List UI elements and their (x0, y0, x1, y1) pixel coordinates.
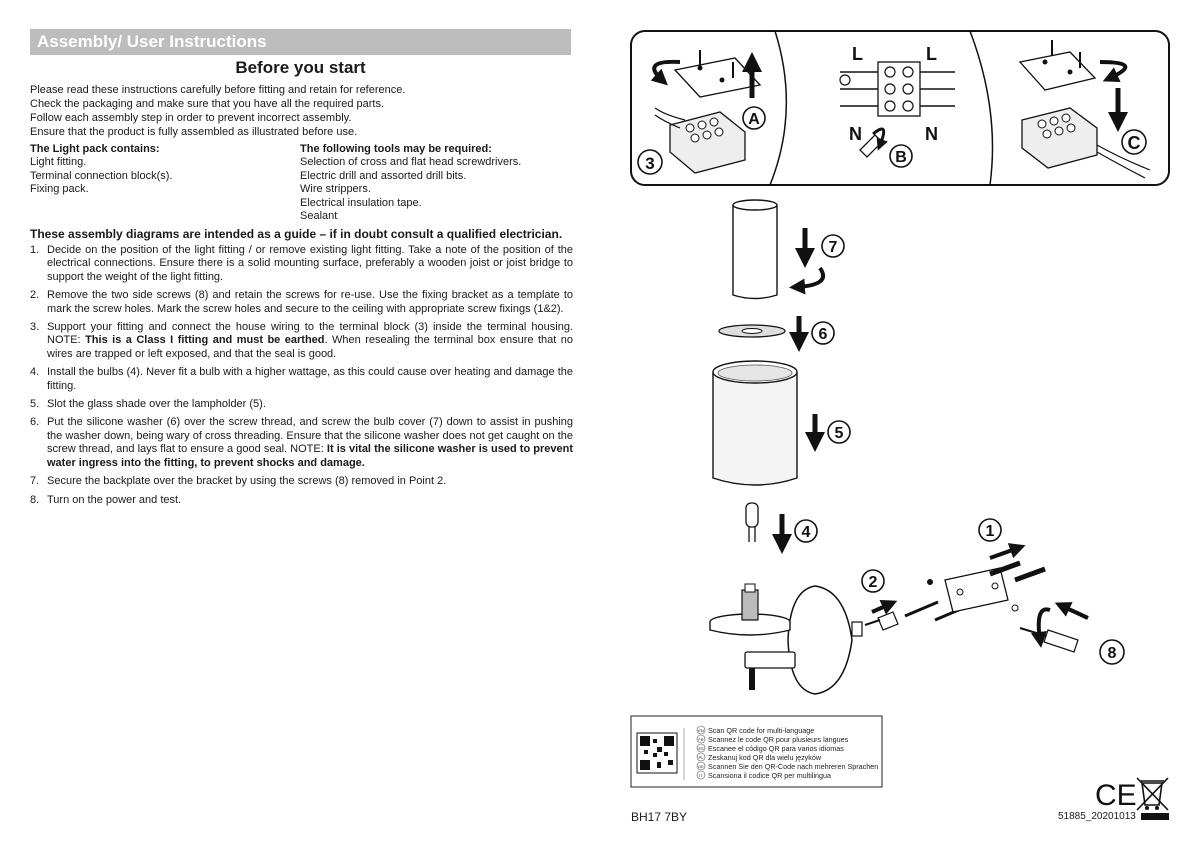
weee-bin-icon (1136, 777, 1169, 811)
ce-mark: CE (1095, 779, 1137, 812)
part-number-3: 3 (637, 149, 663, 175)
tools-item: Wire strippers. (300, 183, 371, 196)
part-number-1: 1 (978, 518, 1002, 542)
svg-text:Scan QR code for multi-languag: Scan QR code for multi-language (708, 726, 814, 735)
live-label-right: L (926, 44, 937, 64)
svg-text:Scannez le code QR pour plusie: Scannez le code QR pour plusieurs langue… (708, 735, 849, 744)
pack-item: Light fitting. (30, 156, 87, 169)
silicone-washer (718, 316, 809, 352)
tools-item: Selection of cross and flat head screwdr… (300, 156, 522, 169)
panel-label-c: C (1121, 129, 1147, 155)
qr-line: PL Zeskanuj kod QR dla wielu języków (696, 752, 822, 762)
intro-line: Please read these instructions carefully… (30, 84, 406, 96)
part-number-4: 4 (794, 519, 818, 543)
svg-text:7: 7 (829, 239, 838, 256)
svg-text:C: C (1128, 133, 1141, 153)
svg-text:2: 2 (869, 574, 878, 591)
svg-text:6: 6 (819, 326, 828, 343)
svg-text:Scansiona il codice QR per mul: Scansiona il codice QR per multilingua (708, 771, 831, 780)
svg-text:IT: IT (699, 773, 703, 778)
svg-text:Scannen Sie den QR-Code nach m: Scannen Sie den QR-Code nach mehreren Sp… (708, 762, 878, 771)
intro-line: Ensure that the product is fully assembl… (30, 126, 358, 138)
svg-text:EN: EN (698, 728, 704, 733)
page-subtitle: Before you start (235, 58, 366, 77)
qr-code-icon (636, 732, 678, 774)
panel-divider (769, 30, 788, 186)
wall-light-body (709, 583, 863, 695)
part-number-8: 8 (1099, 639, 1125, 665)
qr-line: EN Scan QR code for multi-language (696, 725, 814, 735)
mounting-bracket (944, 567, 1009, 613)
glass-shade (712, 360, 825, 486)
wiring-connectors-b (839, 61, 955, 158)
step-item: 1.Decide on the position of the light fi… (30, 244, 573, 283)
terminal-box-a (650, 50, 762, 174)
intro-line: Follow each assembly step in order to pr… (30, 112, 352, 124)
svg-text:1: 1 (986, 523, 995, 540)
panel-divider (969, 30, 994, 186)
footer-code: 51885_20201013 (1058, 811, 1136, 822)
part-number-5: 5 (827, 420, 851, 444)
tools-title: The following tools may be required: (300, 143, 492, 155)
weee-bar (1141, 813, 1169, 820)
qr-line: IT Scansiona il codice QR per multilingu… (696, 770, 831, 780)
svg-text:5: 5 (835, 425, 844, 442)
panel-label-a: A (742, 106, 766, 130)
qr-line: FR Scannez le code QR pour plusieurs lan… (696, 734, 849, 744)
wall-plugs (989, 543, 1046, 583)
svg-text:DE: DE (698, 764, 704, 769)
pack-title: The Light pack contains: (30, 143, 160, 155)
tools-item: Electric drill and assorted drill bits. (300, 169, 467, 182)
part-number-6: 6 (811, 321, 835, 345)
bulb-cover (732, 199, 826, 300)
step-item: 6.Put the silicone washer (6) over the s… (30, 416, 574, 469)
qr-line: DE Scannen Sie den QR-Code nach mehreren… (696, 761, 878, 771)
step-item: 4.Install the bulbs (4). Never fit a bul… (30, 366, 573, 392)
screwdriver-left (864, 599, 899, 631)
svg-text:ES: ES (698, 746, 704, 751)
step-item: 3.Support your fitting and connect the h… (30, 321, 573, 360)
tools-item: Electrical insulation tape. (300, 196, 422, 209)
guide-note: These assembly diagrams are intended as … (30, 227, 563, 241)
svg-text:8: 8 (1108, 645, 1117, 662)
intro-text: Please read these instructions carefully… (30, 83, 575, 139)
svg-text:B: B (895, 149, 907, 166)
neutral-label-right: N (925, 124, 938, 144)
qr-language-list: EN Scan QR code for multi-language FR Sc… (696, 725, 878, 780)
intro-line: Check the packaging and make sure that y… (30, 98, 385, 110)
tools-item: Sealant (300, 210, 338, 223)
title-banner: Assembly/ User Instructions (30, 29, 571, 55)
terminal-box-c (1018, 40, 1151, 179)
svg-text:FR: FR (698, 737, 703, 742)
step-item: 5.Slot the glass shade over the lamphold… (30, 398, 266, 411)
live-label-left: L (852, 44, 863, 64)
step-item: 2.Remove the two side screws (8) and ret… (30, 289, 573, 315)
pack-item: Fixing pack. (30, 183, 89, 196)
part-number-7: 7 (821, 234, 845, 258)
svg-text:Escanee el código QR para vari: Escanee el código QR para varios idiomas (708, 744, 844, 753)
step-item: 8.Turn on the power and test. (30, 493, 182, 506)
screwdriver-right (1011, 602, 1089, 653)
bulb (745, 502, 792, 554)
part-number-2: 2 (861, 569, 885, 593)
neutral-label-left: N (849, 124, 862, 144)
svg-text:A: A (748, 111, 760, 128)
panel-label-b: B (889, 144, 913, 168)
step-item: 7.Secure the backplate over the bracket … (30, 475, 447, 488)
svg-text:PL: PL (699, 755, 705, 760)
instruction-steps: 1.Decide on the position of the light fi… (30, 244, 573, 512)
tools-list: The following tools may be required: Sel… (300, 143, 570, 223)
svg-text:3: 3 (645, 154, 654, 173)
svg-text:4: 4 (802, 524, 811, 541)
footer-postcode: BH17 7BY (631, 810, 688, 824)
svg-text:Zeskanuj kod QR dla wielu języ: Zeskanuj kod QR dla wielu języków (708, 753, 822, 762)
pack-item: Terminal connection block(s). (30, 169, 173, 182)
qr-line: ES Escanee el código QR para varios idio… (696, 743, 844, 753)
pack-contents: The Light pack contains: Light fitting. … (30, 143, 290, 197)
